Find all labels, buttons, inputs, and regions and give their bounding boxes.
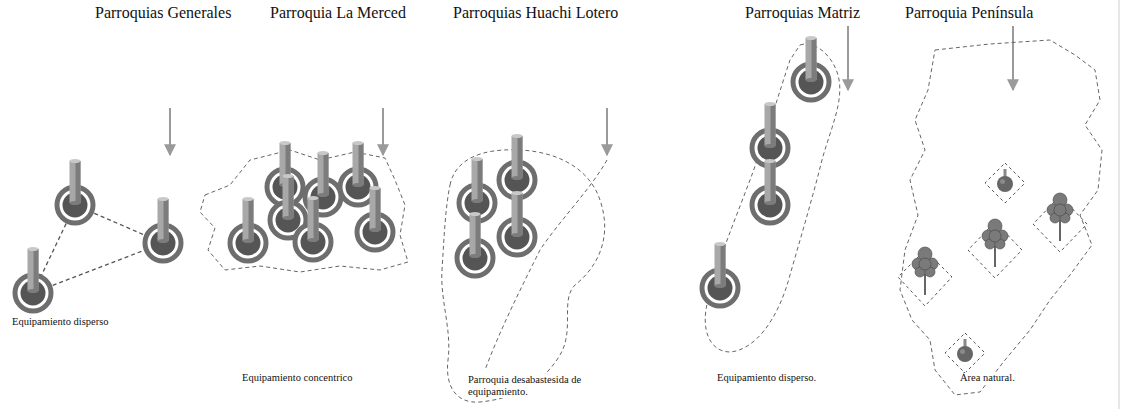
huachi-lotero-region [442,134,607,402]
panel-heading: Parroquias Generales [95,4,231,22]
panel-caption: Parroquia desabastesida de equipamiento. [466,374,620,398]
panel-heading: Parroquia La Merced [270,4,406,22]
panel-caption: Equipamiento disperso. [715,372,818,384]
panel-heading: Parroquia Península [905,4,1033,22]
matriz-region [702,36,840,352]
panel-caption: Área natural. [958,372,1017,384]
panel-caption: Equipamiento disperso [10,316,111,328]
panel-heading: Parroquias Matriz [745,4,860,22]
peninsula-region [898,40,1102,395]
frame-line [1119,0,1120,409]
la-merced-region [200,141,408,272]
pointer-arrows [170,26,1013,155]
panel-caption: Equipamiento concentrico [240,372,355,384]
panel-heading: Parroquias Huachi Lotero [453,4,618,22]
generales-network [15,159,181,311]
